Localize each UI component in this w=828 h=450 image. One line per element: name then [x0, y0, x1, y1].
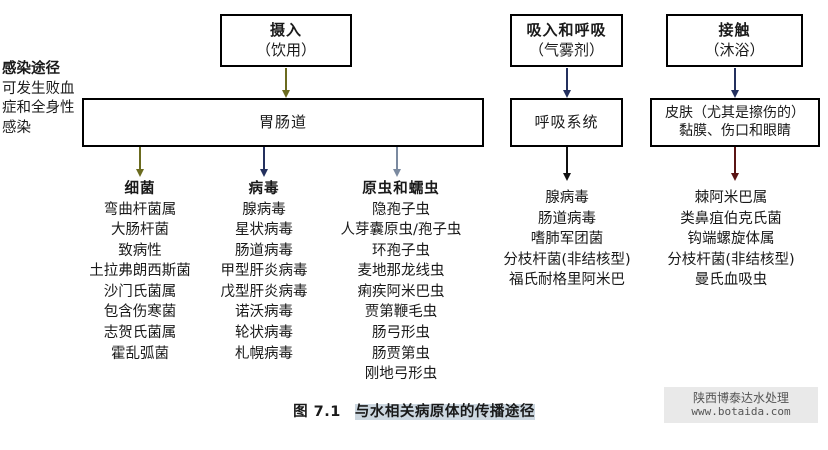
route-box-contact-title: 接触	[718, 21, 751, 40]
list-item: 刚地弓形虫	[364, 366, 438, 383]
arrow-inhalation-to-respiratory	[561, 68, 573, 98]
route-box-ingestion-title: 摄入	[269, 21, 302, 40]
list-item: 腺病毒	[242, 201, 286, 218]
pathogen-column-contact-agents: 棘阿米巴属 类鼻疽伯克氏菌 钩端螺旋体属 分枝杆菌(非结核型) 曼氏血吸虫	[650, 188, 812, 291]
arrow-gi-to-bacteria	[134, 147, 146, 177]
arrow-head	[392, 169, 401, 177]
list-item: 钩端螺旋体属	[687, 231, 775, 248]
route-box-inhalation-title: 吸入和呼吸	[526, 21, 607, 40]
watermark-url: www.botaida.com	[691, 405, 791, 418]
list-item: 包含伤寒菌	[103, 304, 177, 321]
arrow-head	[281, 90, 290, 98]
arrow-shaft	[139, 147, 141, 169]
arrow-contact-to-skin	[729, 68, 741, 98]
watermark-company: 陕西博泰达水处理	[692, 390, 789, 405]
list-item: 分枝杆菌(非结核型)	[667, 251, 795, 268]
figure-caption-text: 与水相关病原体的传播途径	[354, 404, 535, 420]
target-box-gastrointestinal[interactable]: 胃肠道	[82, 98, 484, 147]
arrow-ingestion-to-gi	[280, 68, 292, 98]
arrow-shaft	[285, 68, 287, 91]
arrow-head	[259, 169, 268, 177]
list-item: 腺病毒	[545, 190, 589, 206]
pathogen-column-bacteria: 细菌 弯曲杆菌属 大肠杆菌 致病性 土拉弗朗西斯菌 沙门氏菌属 包含伤寒菌 志贺…	[75, 179, 205, 364]
arrow-shaft	[566, 147, 568, 173]
arrow-head	[730, 173, 739, 181]
pathogen-column-viruses-header: 病毒	[248, 181, 280, 197]
list-item: 弯曲杆菌属	[103, 201, 177, 218]
list-item: 甲型肝炎病毒	[220, 263, 308, 280]
route-box-ingestion-subtitle: （饮用）	[255, 40, 316, 59]
target-box-skin-line2: 黏膜、伤口和眼睛	[679, 122, 791, 139]
arrow-shaft	[734, 147, 736, 173]
list-item: 霍乱弧菌	[111, 345, 169, 362]
list-item: 痢疾阿米巴虫	[357, 283, 445, 300]
arrow-skin-to-agents	[729, 147, 741, 181]
arrow-shaft	[734, 68, 736, 91]
figure-caption: 图 7.1 与水相关病原体的传播途径	[0, 400, 828, 421]
list-item: 肠道病毒	[235, 242, 293, 259]
target-box-skin-line1: 皮肤（尤其是擦伤的）	[665, 104, 805, 121]
list-item: 贾第鞭毛虫	[364, 304, 438, 321]
arrow-shaft	[263, 147, 265, 169]
list-item: 隐孢子虫	[372, 201, 430, 218]
list-item: 类鼻疽伯克氏菌	[680, 210, 782, 227]
watermark: 陕西博泰达水处理 www.botaida.com	[664, 387, 818, 423]
list-item: 曼氏血吸虫	[694, 272, 768, 289]
list-item: 土拉弗朗西斯菌	[89, 263, 191, 280]
pathogen-column-protozoa-helminths: 原虫和蠕虫 隐孢子虫 人芽囊原虫/孢子虫 环孢子虫 麦地那龙线虫 痢疾阿米巴虫 …	[317, 179, 485, 385]
target-box-gastrointestinal-title: 胃肠道	[258, 112, 307, 131]
list-item: 分枝杆菌(非结核型)	[503, 251, 631, 268]
list-item: 棘阿米巴属	[694, 190, 768, 206]
arrow-shaft	[396, 147, 398, 169]
route-box-contact-subtitle: （沐浴）	[704, 40, 765, 59]
list-item: 肠贾第虫	[372, 345, 430, 362]
arrow-respiratory-to-agents	[561, 147, 573, 181]
list-item: 肠弓形虫	[372, 325, 430, 342]
arrow-head	[135, 169, 144, 177]
target-box-respiratory-title: 呼吸系统	[534, 112, 599, 131]
infection-route-body: 可发生败血症和全身性感染	[2, 80, 75, 137]
figure-caption-number: 图 7.1	[293, 404, 341, 420]
list-item: 福氏耐格里阿米巴	[509, 272, 625, 289]
list-item: 志贺氏菌属	[103, 325, 177, 342]
arrow-head	[730, 90, 739, 98]
list-item: 戊型肝炎病毒	[220, 283, 308, 300]
arrow-head	[562, 90, 571, 98]
list-item: 轮状病毒	[235, 325, 293, 342]
list-item: 致病性	[118, 242, 162, 259]
arrow-head	[562, 173, 571, 181]
pathogen-column-viruses: 病毒 腺病毒 星状病毒 肠道病毒 甲型肝炎病毒 戊型肝炎病毒 诺沃病毒 轮状病毒…	[205, 179, 323, 364]
list-item: 嗜肺军团菌	[530, 231, 604, 248]
pathogen-column-protozoa-header: 原虫和蠕虫	[362, 181, 440, 197]
list-item: 环孢子虫	[372, 242, 430, 259]
list-item: 星状病毒	[235, 222, 293, 239]
infection-route-label: 感染途径 可发生败血症和全身性感染	[2, 60, 84, 139]
list-item: 肠道病毒	[538, 210, 596, 227]
route-box-inhalation-subtitle: （气雾剂）	[528, 40, 604, 59]
target-box-skin[interactable]: 皮肤（尤其是擦伤的） 黏膜、伤口和眼睛	[650, 98, 820, 147]
pathogen-column-respiratory: 腺病毒 肠道病毒 嗜肺军团菌 分枝杆菌(非结核型) 福氏耐格里阿米巴	[486, 188, 648, 291]
target-box-respiratory[interactable]: 呼吸系统	[510, 98, 623, 147]
route-box-ingestion[interactable]: 摄入 （饮用）	[220, 14, 352, 67]
pathogen-column-bacteria-header: 细菌	[124, 181, 156, 197]
arrow-shaft	[566, 68, 568, 91]
list-item: 沙门氏菌属	[103, 283, 177, 300]
list-item: 诺沃病毒	[235, 304, 293, 321]
list-item: 大肠杆菌	[111, 222, 169, 239]
route-box-inhalation[interactable]: 吸入和呼吸 （气雾剂）	[510, 14, 623, 67]
list-item: 札幌病毒	[235, 345, 293, 362]
list-item: 人芽囊原虫/孢子虫	[340, 222, 462, 239]
list-item: 麦地那龙线虫	[357, 263, 445, 280]
route-box-contact[interactable]: 接触 （沐浴）	[666, 14, 803, 67]
arrow-gi-to-viruses	[258, 147, 270, 177]
arrow-gi-to-protozoa	[391, 147, 403, 177]
infection-route-heading: 感染途径	[2, 61, 60, 77]
